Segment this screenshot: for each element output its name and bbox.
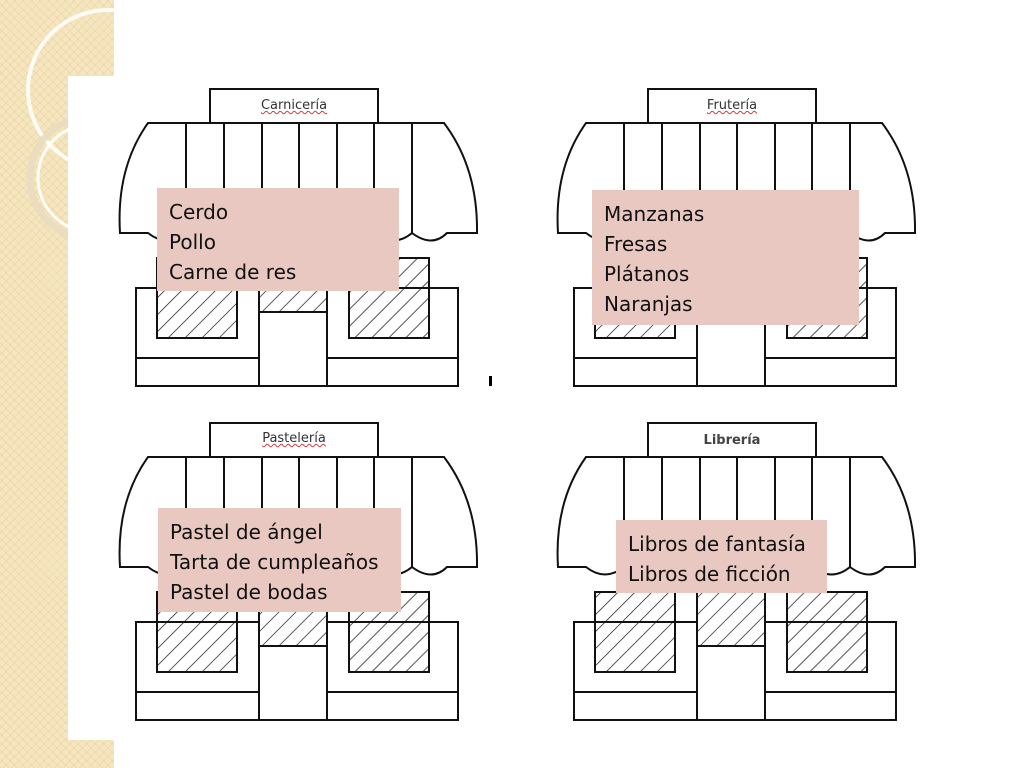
libreria-items: Libros de fantasía Libros de ficción: [616, 520, 827, 593]
sign-libreria: Librería: [703, 433, 761, 448]
list-item: Carne de res: [169, 260, 297, 284]
list-item: Pastel de ángel: [170, 520, 323, 544]
list-item: Naranjas: [604, 292, 693, 316]
sign-carniceria: Carnicería: [260, 98, 328, 113]
list-item: Libros de ficción: [628, 562, 791, 586]
list-item: Manzanas: [604, 202, 705, 226]
sign-fruteria: Frutería: [706, 98, 758, 113]
list-item: Pastel de bodas: [170, 580, 328, 604]
sign-pasteleria: Pastelería: [262, 431, 326, 446]
text-cursor-mark: [489, 376, 492, 386]
list-item: Cerdo: [169, 200, 229, 224]
list-item: Fresas: [604, 232, 668, 256]
carniceria-items: Cerdo Pollo Carne de res: [157, 188, 399, 291]
pasteleria-items: Pastel de ángel Tarta de cumpleaños Past…: [158, 508, 401, 612]
list-item: Plátanos: [604, 262, 690, 286]
list-item: Libros de fantasía: [628, 532, 806, 556]
fruteria-items: Manzanas Fresas Plátanos Naranjas: [592, 190, 859, 325]
list-item: Pollo: [169, 230, 216, 254]
list-item: Tarta de cumpleaños: [170, 550, 379, 574]
